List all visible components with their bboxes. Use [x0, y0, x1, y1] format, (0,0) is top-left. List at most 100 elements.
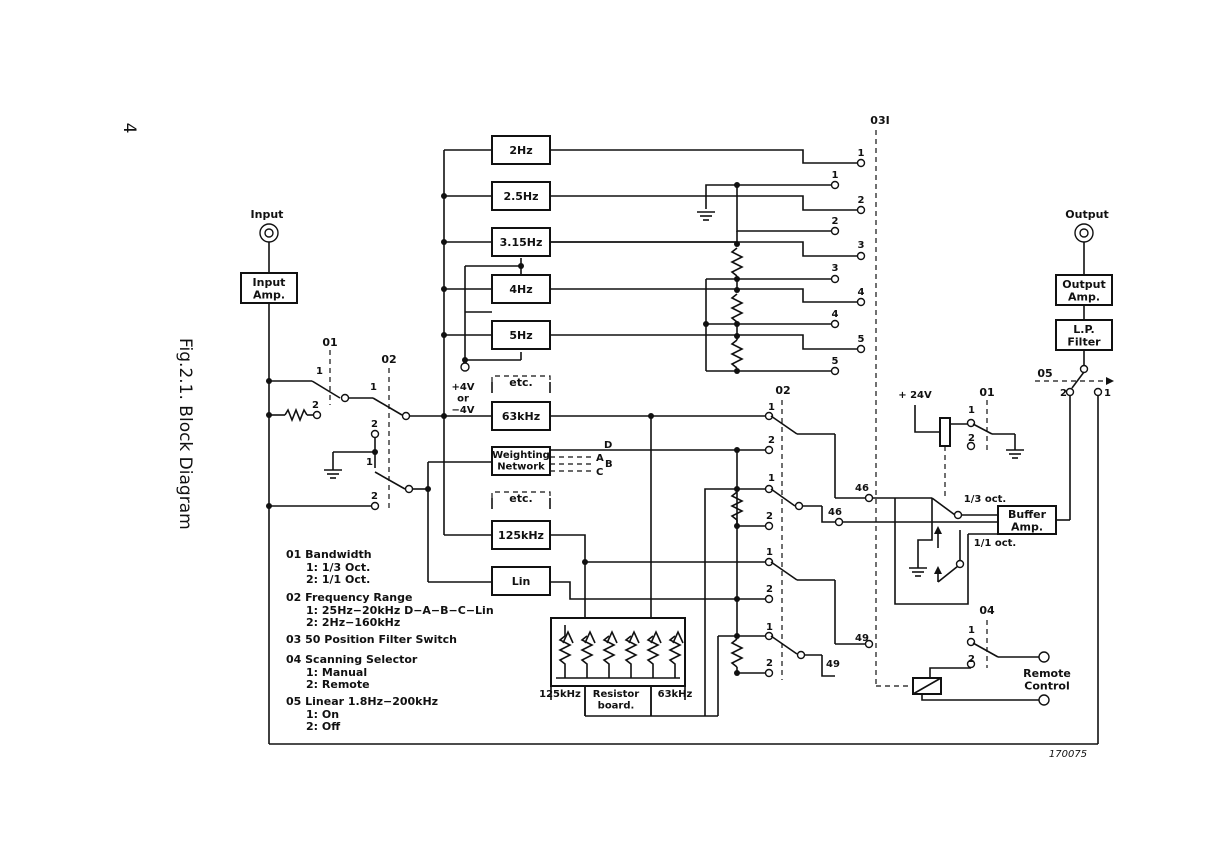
switch-01-right-label: 01 — [979, 386, 994, 399]
weighting-tap-b: B — [605, 459, 613, 470]
sw03-in1: 1 — [832, 170, 839, 181]
weighting-network-box — [491, 446, 551, 476]
switch-03-label: 03I — [870, 114, 889, 127]
sw01-pos1: 1 — [316, 366, 323, 377]
filter-box-5hz — [491, 320, 551, 350]
sw03-in4: 4 — [832, 309, 839, 320]
etc-upper-label: etc. — [509, 376, 532, 389]
sw04-pos1: 1 — [968, 625, 975, 636]
sw02l-b-pos1: 1 — [366, 457, 373, 468]
resistor-icon — [730, 491, 744, 521]
sw03-in5: 5 — [832, 356, 839, 367]
legend-item: 2: 1/1 Oct. — [306, 573, 370, 586]
filter-box-4hz — [491, 274, 551, 304]
resistor-icon — [730, 638, 744, 668]
resistor-icon — [730, 339, 744, 369]
ground-icon — [697, 211, 715, 221]
switch-04-label: 04 — [979, 604, 995, 617]
sw02r-d-pos2: 2 — [766, 658, 773, 669]
output-connector-icon — [1074, 223, 1094, 243]
sw02r-b-pos1: 1 — [768, 473, 775, 484]
drawing-number: 170075 — [1049, 749, 1087, 760]
buffer-one-oct: 1/1 oct. — [974, 538, 1016, 549]
filter-box-2-5hz — [491, 181, 551, 211]
input-amp-box — [240, 272, 298, 304]
legend-item: 1: Manual — [306, 666, 367, 679]
sw03-pos49-in: 49 — [826, 659, 840, 670]
figure-caption: Fig.2.1. Block Diagram — [175, 338, 195, 530]
buffer-third-oct: 1/3 oct. — [964, 494, 1006, 505]
sw03-out5: 5 — [858, 334, 865, 345]
weighting-tap-a: A — [596, 453, 604, 464]
sw05-pos1: 1 — [1104, 388, 1111, 399]
legend-item: 1: On — [306, 708, 339, 721]
resistor-icon — [284, 407, 308, 423]
legend-title-01: 01 Bandwidth — [286, 548, 372, 561]
sw02r-d-pos1: 1 — [766, 622, 773, 633]
sw02r-pos2: 2 — [768, 435, 775, 446]
filter-5hz-label: 5Hz — [509, 329, 532, 342]
legend-item: 2: Remote — [306, 678, 370, 691]
filter-2hz-label: 2Hz — [509, 144, 532, 157]
weighting-tap-c: C — [596, 467, 603, 478]
filter-lin-label: Lin — [512, 575, 531, 588]
legend-title-03: 03 50 Position Filter Switch — [286, 633, 457, 646]
weighting-tap-d: D — [604, 440, 612, 451]
etc-bracket-upper — [491, 375, 551, 382]
switch-05-label: 05 — [1037, 367, 1052, 380]
sw03-pos46-in: 46 — [828, 507, 842, 518]
etc-lower-label: etc. — [509, 492, 532, 505]
switch-02-right-label: 02 — [775, 384, 790, 397]
filter-63khz-label: 63kHz — [502, 410, 540, 423]
ground-icon — [1006, 449, 1024, 459]
filter-3-15hz-label: 3.15Hz — [500, 236, 543, 249]
legend-title-04: 04 Scanning Selector — [286, 653, 418, 666]
sw04-pos2: 2 — [968, 654, 975, 665]
sw01r-pos1: 1 — [968, 405, 975, 416]
sw03-in3: 3 — [832, 263, 839, 274]
filter-4hz-label: 4Hz — [509, 283, 532, 296]
sw02l-pos1: 1 — [370, 382, 377, 393]
sw02l-pos2: 2 — [371, 419, 378, 430]
filter-125khz-label: 125kHz — [498, 529, 544, 542]
input-connector-icon — [259, 223, 279, 243]
relay-coil — [939, 417, 951, 447]
sw02r-b-pos2: 2 — [766, 511, 773, 522]
filter-2-5hz-label: 2.5Hz — [503, 190, 538, 203]
potentiometer-row — [556, 625, 684, 679]
sw03-pos49-out: 49 — [855, 633, 869, 644]
buffer-amp-box — [997, 505, 1057, 535]
sw03-out4: 4 — [858, 287, 865, 298]
switch-02-left-label: 02 — [381, 353, 396, 366]
ground-icon — [324, 469, 342, 479]
sw02r-c-pos2: 2 — [766, 584, 773, 595]
lp-filter-label: L.P.Filter — [1067, 323, 1101, 349]
filter-box-2hz — [491, 135, 551, 165]
sw02r-c-pos1: 1 — [766, 547, 773, 558]
filter-box-63khz — [491, 401, 551, 431]
legend-item: 1: 25Hz−20kHz D−A−B−C−Lin — [306, 604, 494, 617]
resistor-board-125khz: 125kHz — [539, 689, 581, 700]
resistor-icon — [730, 293, 744, 323]
legend: 01 Bandwidth 1: 1/3 Oct. 2: 1/1 Oct. 02 … — [286, 548, 494, 733]
legend-item: 1: 1/3 Oct. — [306, 561, 370, 574]
sw03-pos46-out: 46 — [855, 483, 869, 494]
sw05-pos2: 2 — [1060, 388, 1067, 399]
sw03-out2: 2 — [858, 195, 865, 206]
legend-item: 2: Off — [306, 720, 340, 733]
sw02r-pos1: 1 — [768, 402, 775, 413]
sw02l-b-pos2: 2 — [371, 491, 378, 502]
supply-label: + 24V — [898, 390, 932, 401]
input-label: Input — [251, 208, 284, 221]
sw03-in2: 2 — [832, 216, 839, 227]
sw03-out1: 1 — [858, 148, 865, 159]
output-label: Output — [1065, 208, 1108, 221]
legend-title-05: 05 Linear 1.8Hz−200kHz — [286, 695, 438, 708]
